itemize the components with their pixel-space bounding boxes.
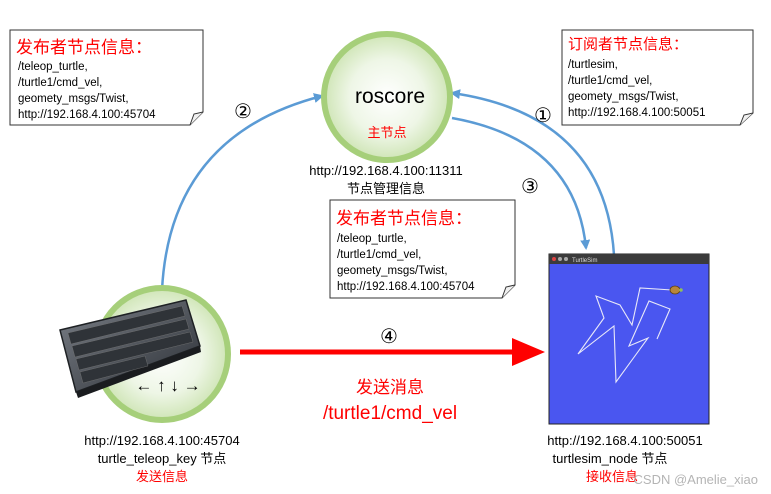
turtle-icon	[669, 285, 683, 295]
publisher-note-top-line: http://192.168.4.100:45704	[18, 109, 156, 121]
roscore-role: 主节点	[367, 125, 406, 140]
subscriber-note-line: /turtlesim,	[568, 59, 618, 71]
message-arrow-head	[512, 338, 545, 366]
step-2-marker: ②	[234, 101, 252, 123]
roscore-name: roscore	[355, 85, 425, 108]
step-4-marker: ④	[380, 326, 398, 348]
subscriber-note: 订阅者节点信息： /turtlesim, /turtle1/cmd_vel, g…	[561, 29, 754, 126]
turtlesim-window-title: TurtleSim	[572, 258, 597, 264]
step-1-marker: ①	[534, 105, 552, 127]
step-3-marker: ③	[521, 176, 539, 198]
teleop-node: ← ↑ ↓ →	[59, 285, 231, 423]
register-publisher-arrow	[160, 93, 324, 291]
return-publisher-info-arrow	[451, 116, 591, 250]
publisher-note-top: 发布者节点信息： /teleop_turtle, /turtle1/cmd_ve…	[9, 29, 204, 126]
teleop-role: 发送信息	[136, 469, 188, 484]
turtlesim-titlebar	[549, 254, 709, 264]
window-maximize-icon	[564, 257, 568, 261]
publisher-note-mid: 发布者节点信息： /teleop_turtle, /turtle1/cmd_ve…	[329, 199, 516, 299]
window-close-icon	[552, 257, 556, 261]
message-topic: /turtle1/cmd_vel	[323, 403, 457, 424]
teleop-name: turtle_teleop_key 节点	[98, 451, 227, 466]
turtlesim-name: turtlesim_node 节点	[553, 451, 668, 466]
window-minimize-icon	[558, 257, 562, 261]
keyboard-icon	[59, 299, 201, 398]
register-subscriber-arrow	[450, 89, 616, 256]
message-action: 发送消息	[356, 378, 424, 397]
publisher-note-top-line: /turtle1/cmd_vel,	[18, 77, 102, 89]
publisher-note-mid-line: http://192.168.4.100:45704	[337, 281, 475, 293]
subscriber-note-line: /turtle1/cmd_vel,	[568, 75, 652, 87]
turtlesim-role: 接收信息	[586, 469, 638, 484]
teleop-url: http://192.168.4.100:45704	[84, 433, 239, 448]
arrow-keys-label: ← ↑ ↓ →	[135, 376, 200, 395]
publisher-note-top-line: geomety_msgs/Twist,	[18, 93, 129, 105]
publisher-note-top-title: 发布者节点信息：	[16, 38, 152, 57]
publisher-note-mid-line: /teleop_turtle,	[337, 233, 407, 245]
subscriber-note-line: geomety_msgs/Twist,	[568, 91, 679, 103]
subscriber-note-title: 订阅者节点信息：	[568, 36, 688, 53]
publisher-note-mid-line: /turtle1/cmd_vel,	[337, 249, 421, 261]
subscriber-note-line: http://192.168.4.100:50051	[568, 107, 705, 119]
turtlesim-window: TurtleSim	[548, 253, 710, 425]
roscore-url: http://192.168.4.100:11311	[309, 163, 463, 178]
publisher-note-mid-line: geomety_msgs/Twist,	[337, 265, 448, 277]
turtlesim-url: http://192.168.4.100:50051	[547, 433, 702, 448]
roscore-node: roscore 主节点	[321, 31, 453, 163]
publisher-note-mid-title: 发布者节点信息：	[336, 209, 472, 228]
roscore-desc: 节点管理信息	[347, 181, 425, 196]
turtle-trail	[577, 287, 673, 384]
publisher-note-top-line: /teleop_turtle,	[18, 61, 88, 73]
watermark: CSDN @Amelie_xiao	[634, 472, 758, 487]
